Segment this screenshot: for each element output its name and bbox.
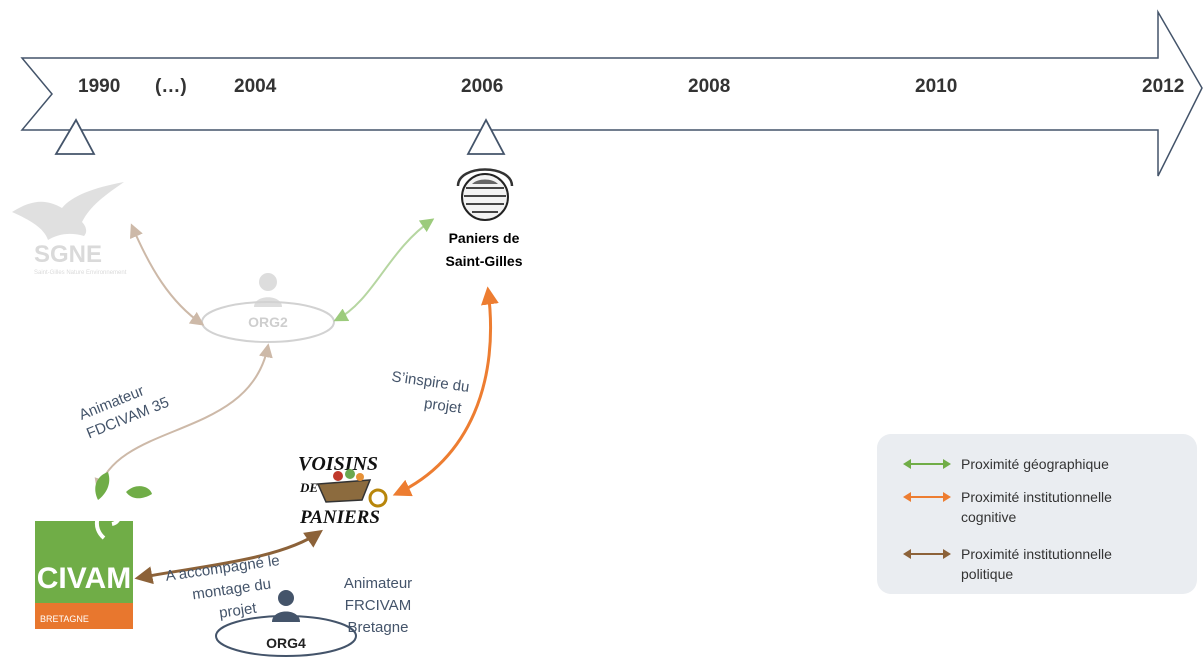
- year-label: (…): [155, 76, 187, 97]
- year-label: 2006: [461, 76, 503, 97]
- annotation-line: Animateur: [344, 575, 412, 592]
- civam-name: CIVAM: [37, 562, 131, 595]
- sprout-icon: [94, 505, 122, 540]
- voisins-logo-line3: PANIERS: [299, 507, 380, 528]
- org2-paniers-connector: [333, 218, 435, 322]
- legend-label: politique: [961, 566, 1014, 582]
- legend-label: cognitive: [961, 509, 1017, 525]
- year-label: 2012: [1142, 76, 1184, 97]
- eagle-icon: [12, 182, 124, 240]
- legend-arrow-brown: [903, 549, 951, 559]
- basket-icon: [456, 168, 514, 187]
- year-label: 2008: [688, 76, 730, 97]
- legend-arrow-green: [903, 459, 951, 469]
- legend-label: Proximité institutionnelle: [961, 489, 1112, 505]
- annotation-line: FRCIVAM: [345, 597, 411, 614]
- leaf-icon: [126, 486, 152, 499]
- annotation-line: Bretagne: [348, 619, 409, 636]
- annotation-line: S’inspire du: [390, 368, 470, 396]
- year-label: 2004: [234, 76, 277, 97]
- sgne-org2-connector: [129, 223, 205, 326]
- voisins-de-paniers-logo: VOISINS DE PANIERS: [298, 453, 388, 528]
- org2-label: ORG2: [248, 314, 288, 330]
- civam-region: BRETAGNE: [40, 614, 89, 624]
- leaf-icon: [95, 472, 110, 500]
- year-label: 2010: [915, 76, 957, 97]
- org4-ellipse: [215, 615, 357, 657]
- sgne-subtitle: Saint-Gilles Nature Environnement: [34, 270, 127, 276]
- org2-civam-connector: [94, 343, 273, 493]
- voisins-logo-line1: VOISINS: [298, 453, 378, 475]
- paniers-label-line2: Saint-Gilles: [445, 253, 522, 269]
- org4-node: ORG4: [215, 590, 357, 657]
- legend-arrow-orange: [903, 492, 951, 502]
- wheelbarrow-icon: [316, 479, 372, 503]
- voisins-logo-line2: DE: [299, 480, 318, 495]
- legend-item-cognitive: Proximité institutionnelle cognitive: [961, 487, 1181, 527]
- legend-label: Proximité institutionnelle: [961, 546, 1112, 562]
- person-icon: [259, 273, 277, 291]
- milestone-triangle: [466, 118, 506, 155]
- cognitive-proximity-arrow: [392, 286, 499, 497]
- milestone-triangle: [54, 118, 96, 155]
- sgne-logo: SGNE Saint-Gilles Nature Environnement: [12, 182, 127, 276]
- org4-label: ORG4: [266, 635, 306, 651]
- annotation-line: projet: [423, 395, 463, 417]
- inspire-annotation: S’inspire du projet: [390, 368, 470, 417]
- person-icon: [278, 590, 294, 606]
- paniers-logo: [456, 168, 514, 221]
- frcivam-annotation: Animateur FRCIVAM Bretagne: [344, 575, 412, 636]
- legend: Proximité géographique Proximité institu…: [877, 434, 1197, 594]
- legend-label: Proximité géographique: [961, 456, 1109, 472]
- political-proximity-arrow: [134, 529, 323, 585]
- civam-bretagne-logo: CIVAM BRETAGNE: [35, 472, 152, 629]
- paniers-label-line1: Paniers de: [449, 230, 520, 246]
- legend-item-geographic: Proximité géographique: [961, 454, 1181, 474]
- annotation-line: projet: [218, 600, 258, 622]
- sgne-name: SGNE: [34, 241, 102, 268]
- legend-item-political: Proximité institutionnelle politique: [961, 544, 1181, 584]
- timeline-arrow: [20, 9, 1203, 177]
- org2-node: ORG2: [201, 273, 335, 343]
- fdcivam-annotation: Animateur FDCIVAM 35: [77, 382, 172, 442]
- year-label: 1990: [78, 76, 120, 97]
